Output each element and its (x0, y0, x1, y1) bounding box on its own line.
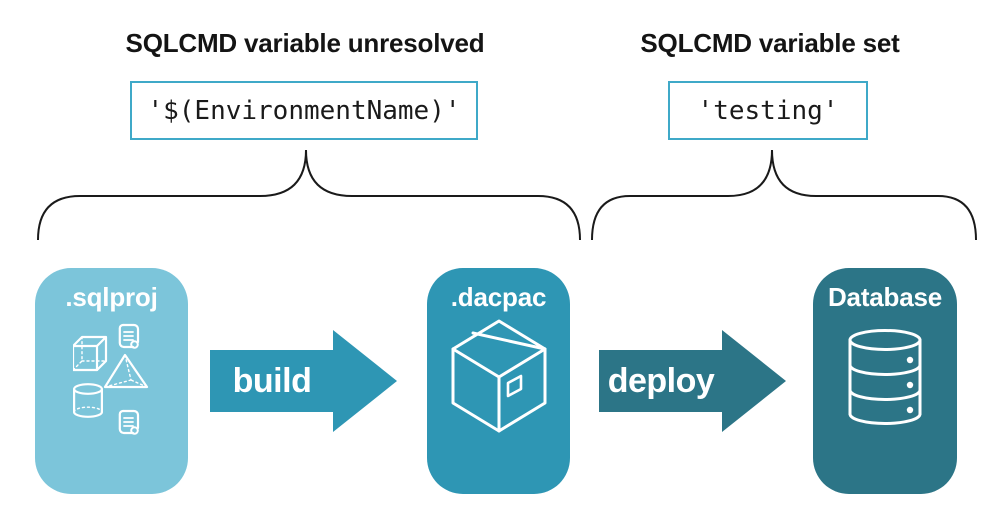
db-dot (906, 406, 914, 414)
deploy-arrow (599, 330, 786, 432)
right-brace (591, 149, 977, 241)
db-dot (906, 356, 914, 364)
node-sqlproj-label: .sqlproj (65, 282, 158, 312)
sql-objects-icon-cluster (72, 323, 148, 435)
pyramid-icon (103, 353, 148, 389)
package-box-icon (451, 319, 546, 433)
heading-unresolved: SQLCMD variable unresolved (125, 28, 485, 58)
code-text-unresolved: '$(EnvironmentName)' (147, 95, 461, 126)
code-text-set: 'testing' (697, 95, 839, 126)
deploy-arrow-label: deploy (607, 361, 715, 400)
cylinder-icon (72, 383, 103, 418)
code-box-environment-variable: '$(EnvironmentName)' (130, 81, 478, 140)
node-dacpac-label: .dacpac (450, 282, 547, 312)
node-dacpac: .dacpac (427, 268, 570, 494)
build-arrow-label: build (232, 361, 312, 400)
scroll-icon (118, 409, 139, 435)
scroll-icon (118, 323, 139, 349)
database-cylinder-icon (848, 329, 922, 425)
left-brace (37, 149, 581, 241)
cube-icon (72, 335, 107, 372)
db-dot (906, 381, 914, 389)
node-database: Database (813, 268, 957, 494)
build-arrow (210, 330, 397, 432)
node-database-label: Database (827, 282, 943, 312)
heading-set: SQLCMD variable set (640, 28, 900, 58)
code-box-testing-value: 'testing' (668, 81, 868, 140)
node-sqlproj: .sqlproj (35, 268, 188, 494)
